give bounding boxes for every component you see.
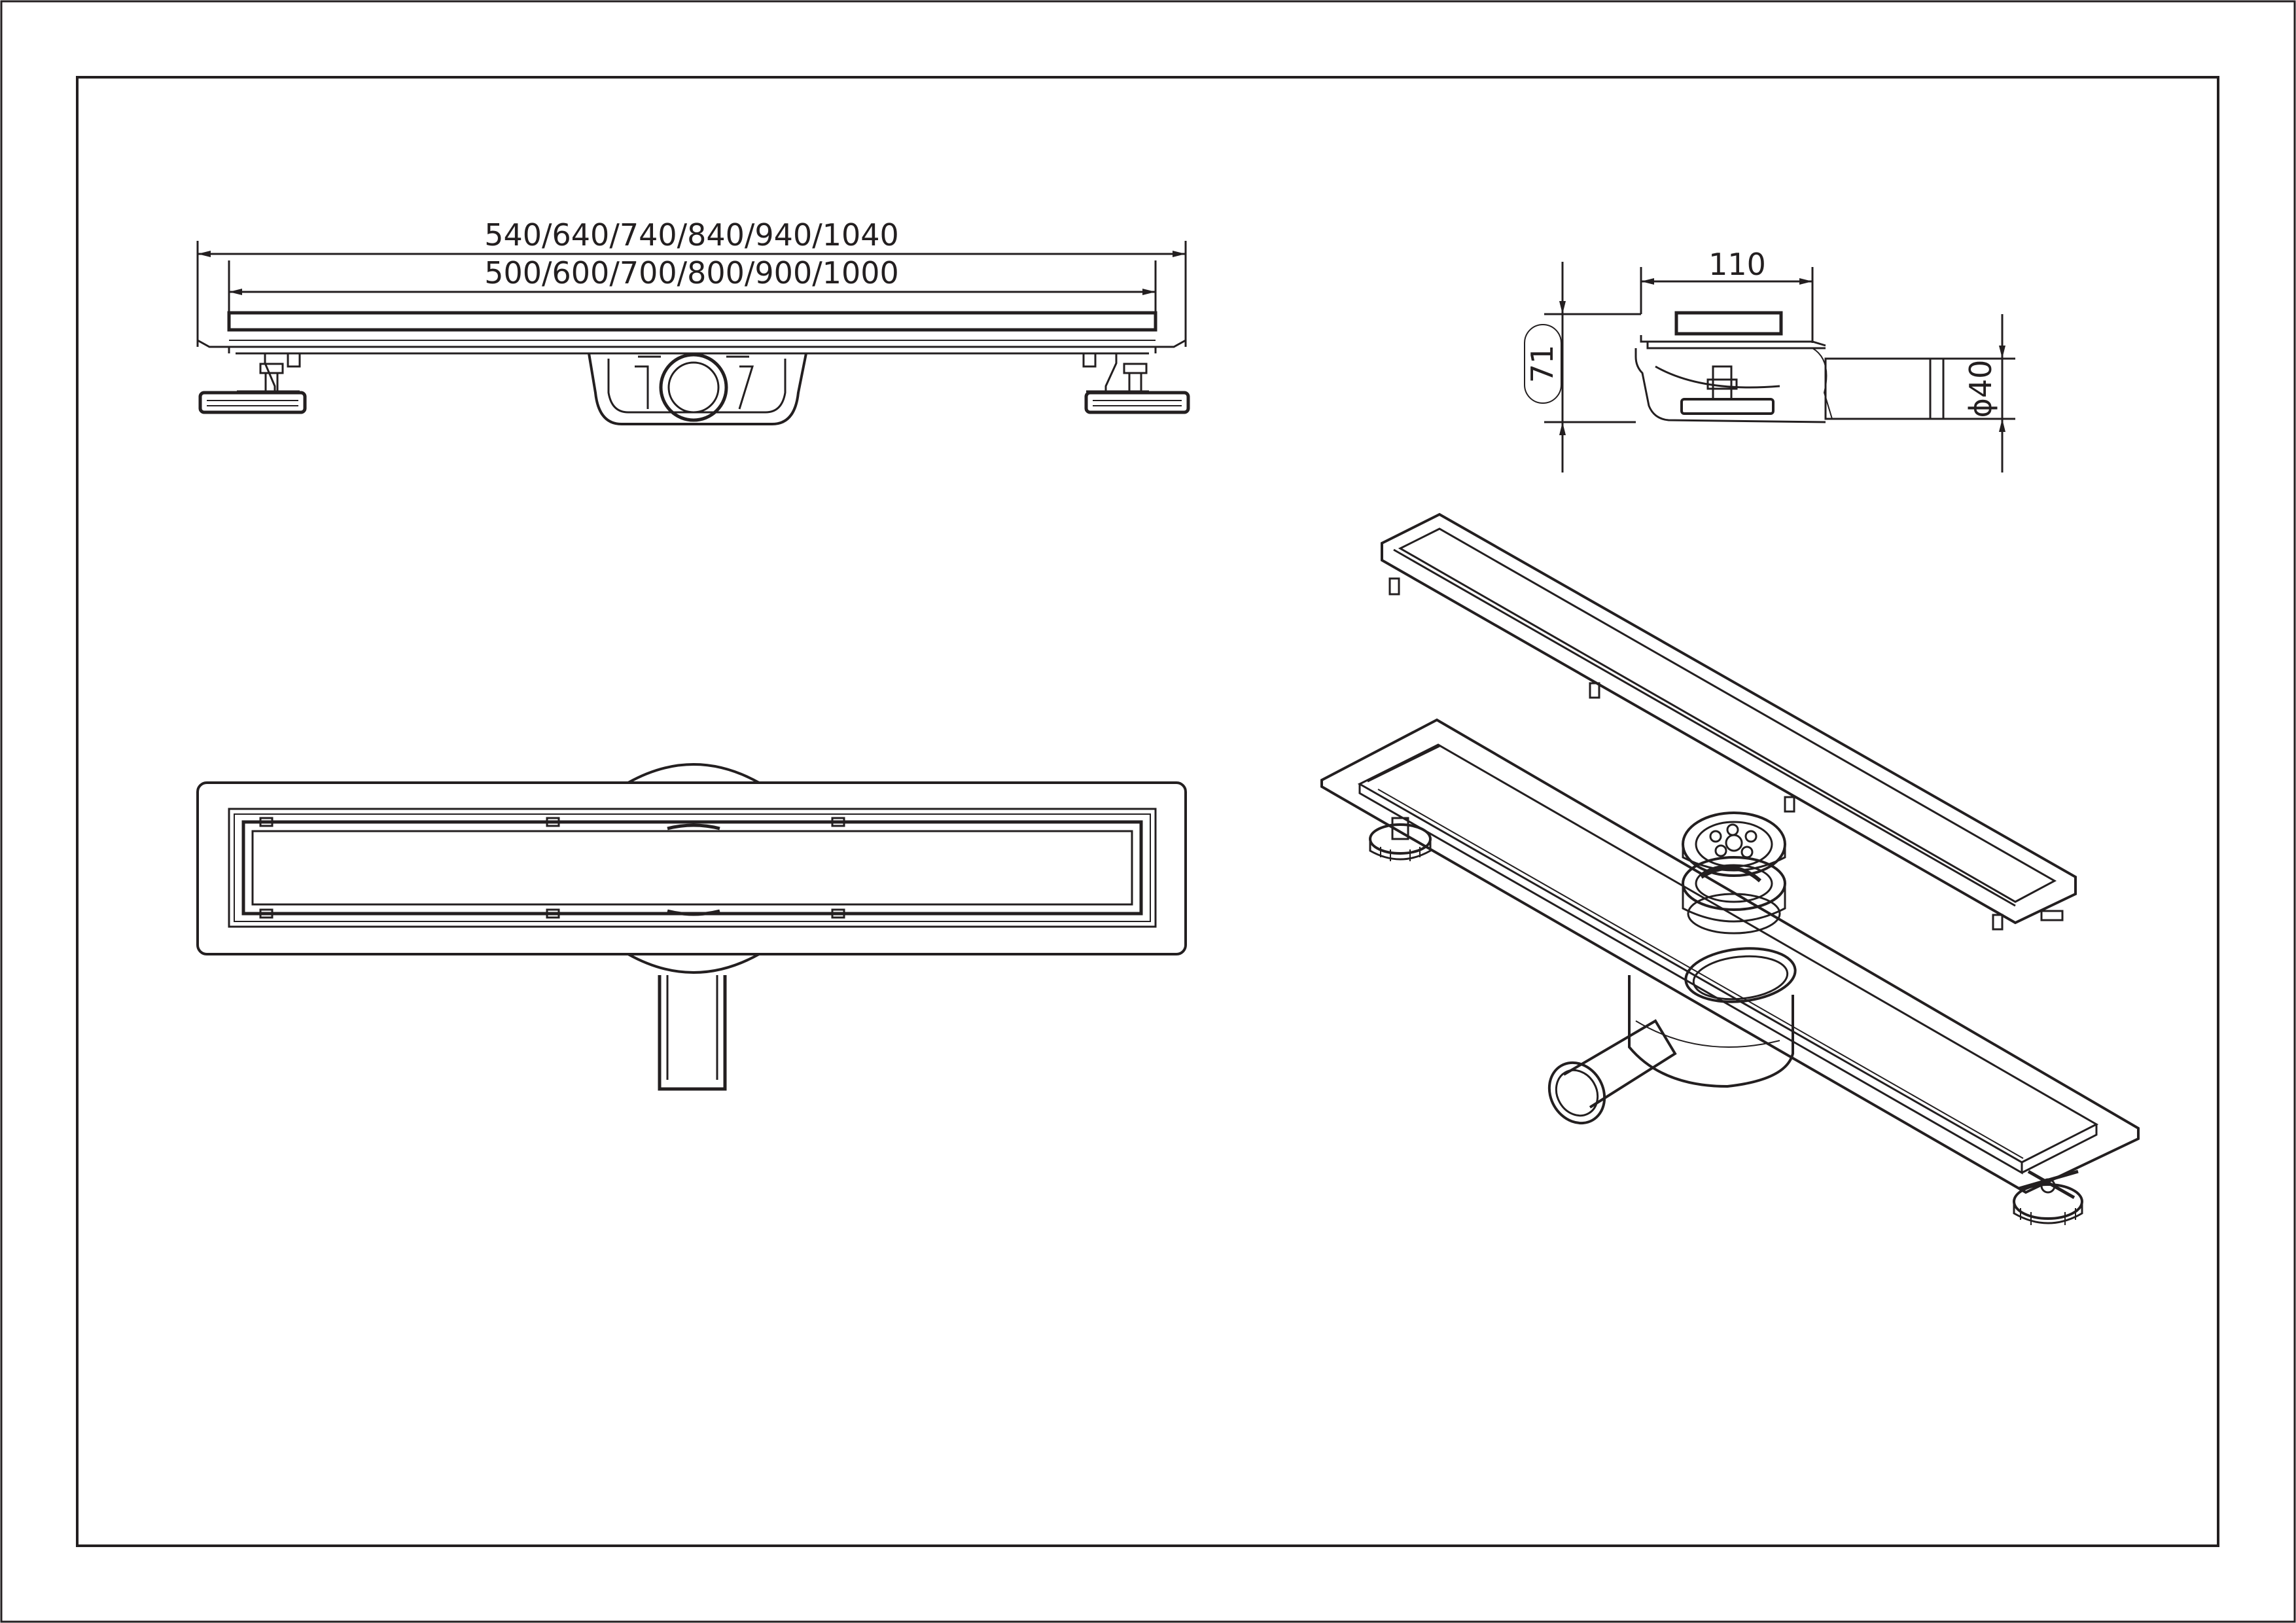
dim-channel-length: 500/600/700/800/900/1000 [484, 255, 899, 291]
isometric-view [1320, 512, 2140, 1225]
plan-view [196, 763, 1187, 1091]
dim-height: 71 [1525, 345, 1560, 383]
side-view [1524, 262, 2015, 473]
dim-outlet-diameter: ϕ40 [1963, 360, 1998, 418]
front-view [196, 241, 1190, 425]
dim-width: 110 [1708, 247, 1766, 282]
dim-overall-length: 540/640/740/840/940/1040 [484, 217, 899, 253]
drawing-frame [76, 76, 2219, 1547]
